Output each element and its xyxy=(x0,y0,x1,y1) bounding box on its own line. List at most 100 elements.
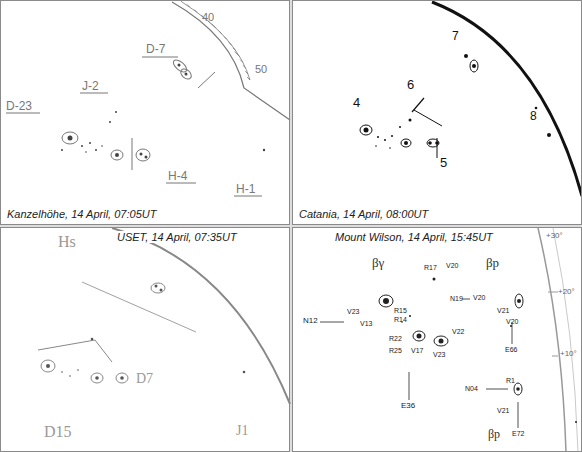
spot-label: N04 xyxy=(465,385,478,392)
spot-label: R22 xyxy=(389,335,402,342)
scale-tick xyxy=(235,52,240,57)
group-label: Hs xyxy=(58,234,76,250)
drawing-panel: Catania, 14 April, 08:00UT xyxy=(292,0,582,225)
neutral-line xyxy=(82,282,196,332)
group-label: D-23 xyxy=(6,100,32,112)
sunspot-penumbra xyxy=(91,373,103,383)
uset-sketch xyxy=(38,228,290,404)
spot-label: E66 xyxy=(505,346,517,353)
spot-label: βp xyxy=(488,428,500,440)
neutral-line xyxy=(437,138,438,158)
scale-tick xyxy=(224,37,227,40)
catania-sketch xyxy=(360,2,582,196)
kanzelhohe-sketch xyxy=(6,0,290,196)
neutral-line xyxy=(132,138,133,170)
panel-caption: Kanzelhöhe, 14 April, 07:05UT xyxy=(5,208,158,220)
scale-tick xyxy=(247,77,250,80)
leader-line xyxy=(518,402,519,428)
spot-label: R1 xyxy=(506,377,515,384)
group-label: 50 xyxy=(255,64,267,75)
leader-line xyxy=(409,372,410,400)
underline xyxy=(234,196,262,197)
panel-caption: USET, 14 April, 07:35UT xyxy=(115,231,239,243)
spot-label: E72 xyxy=(512,430,524,437)
spot-label: V20 xyxy=(506,318,518,325)
spot-label: V13 xyxy=(360,320,372,327)
spot-label: V22 xyxy=(452,328,464,335)
scale-tick xyxy=(219,31,222,34)
spot-label: V21 xyxy=(497,307,509,314)
group-label: 6 xyxy=(407,78,414,91)
umbrae xyxy=(364,54,552,149)
group-label: 40 xyxy=(202,12,214,23)
sunspot-penumbra xyxy=(413,331,425,341)
neutral-line xyxy=(198,72,215,88)
sunspot-penumbra xyxy=(41,360,55,372)
solar-limb xyxy=(172,2,290,120)
scale-tick xyxy=(245,71,248,74)
leader-line xyxy=(462,299,470,300)
underline xyxy=(6,113,40,114)
spot-label: V23 xyxy=(347,308,359,315)
scale-tick xyxy=(194,10,197,13)
mount-wilson-sketch xyxy=(320,228,578,452)
spot-label: N12 xyxy=(303,317,318,325)
sunspot-penumbra xyxy=(171,58,188,74)
group-label: D7 xyxy=(136,372,153,386)
neutral-line xyxy=(38,340,112,362)
spot-label: V21 xyxy=(497,407,509,414)
scale-tick xyxy=(211,24,216,29)
group-label: D-7 xyxy=(146,43,165,55)
umbrae xyxy=(46,285,245,380)
scale-tick xyxy=(243,65,246,68)
sunspot-penumbra xyxy=(62,132,78,144)
sunspot-penumbra xyxy=(151,283,165,293)
group-label: 4 xyxy=(353,96,360,109)
panel-caption: Mount Wilson, 14 April, 15:45UT xyxy=(333,231,495,243)
panel-caption: Catania, 14 April, 08:00UT xyxy=(297,208,430,220)
group-label: H-1 xyxy=(236,183,255,195)
sunspot-penumbra xyxy=(136,149,150,161)
grid-line xyxy=(553,228,578,452)
group-label: 5 xyxy=(440,156,447,169)
spot-label: V23 xyxy=(433,351,445,358)
group-label: 7 xyxy=(452,30,459,42)
spot-label: V20 xyxy=(473,294,485,301)
underline xyxy=(142,57,178,58)
spot-label: R17 xyxy=(424,264,437,271)
sunspot-penumbra xyxy=(434,336,448,346)
spot-label: +20° xyxy=(558,288,575,296)
spot-label: R15 xyxy=(394,307,407,314)
sunspot-penumbra xyxy=(360,125,372,135)
latitude-tick xyxy=(552,356,558,357)
spot-label: V20 xyxy=(446,262,458,269)
scale-tick xyxy=(240,59,243,62)
latitude-tick xyxy=(548,292,558,293)
sunspot-penumbra xyxy=(427,139,439,147)
spot-label: R25 xyxy=(389,347,402,354)
sunspot-penumbra xyxy=(116,373,128,383)
group-label: H-4 xyxy=(168,170,187,182)
degree-scale xyxy=(182,2,250,80)
sunspot-penumbra xyxy=(179,67,193,81)
spot-label: R14 xyxy=(394,316,407,323)
group-label: D15 xyxy=(44,424,72,440)
leader-line xyxy=(320,322,344,323)
sunspot-penumbra xyxy=(514,383,522,395)
solar-limb xyxy=(432,2,582,196)
solar-limb xyxy=(538,228,566,452)
sunspot-penumbra xyxy=(470,60,478,72)
umbrae xyxy=(61,64,265,159)
scale-tick xyxy=(233,48,236,51)
group-label: 8 xyxy=(530,110,537,122)
drawing-panel: Mount Wilson, 14 April, 15:45UT xyxy=(292,227,582,452)
sunspot-penumbra xyxy=(111,150,123,160)
leader-line xyxy=(486,389,508,390)
sunspot-penumbra xyxy=(515,294,523,308)
scale-tick xyxy=(187,4,190,7)
sunspot-penumbra xyxy=(379,295,393,307)
scale-tick xyxy=(229,42,232,45)
drawing-panel: USET, 14 April, 07:35UT xyxy=(0,227,290,452)
umbrae xyxy=(383,278,577,424)
